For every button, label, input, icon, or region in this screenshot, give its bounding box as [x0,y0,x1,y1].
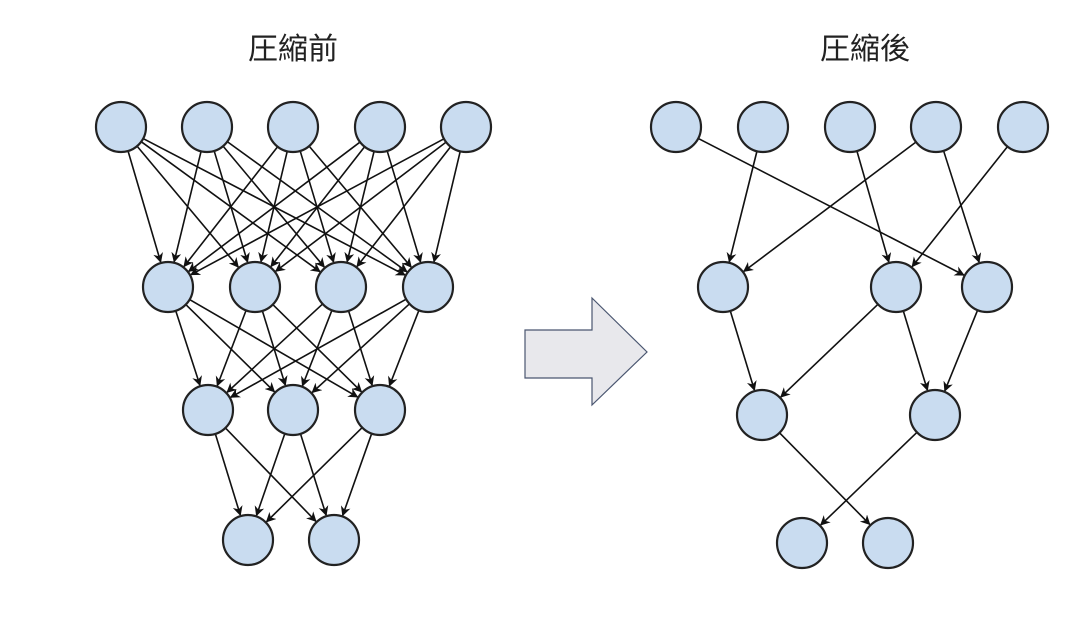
before-node-l1-n1 [228,260,282,314]
after-node-l0-n3 [909,100,963,154]
before-node-l3-n1 [307,513,361,567]
after-node-l0-n4 [996,100,1050,154]
before-node-l1-n2 [314,260,368,314]
after-edge [780,303,879,398]
before-edge [265,426,363,523]
before-node-l3-n0 [221,513,275,567]
before-edge [388,309,420,387]
before-edge [311,303,411,394]
before-node-l0-n4 [439,100,493,154]
after-node-l0-n2 [823,100,877,154]
title-after-compression: 圧縮後 [820,32,910,67]
before-node-l0-n1 [180,100,234,154]
before-edge [229,298,407,399]
after-edge [778,432,871,526]
before-edge [215,310,247,387]
after-edge [820,431,918,526]
after-edge [742,141,917,273]
before-node-l1-n0 [141,260,195,314]
after-node-l3-n1 [861,516,915,570]
before-edge [174,310,202,387]
before-edge [301,309,333,387]
after-node-l1-n1 [869,260,923,314]
after-edge [911,146,1009,268]
before-node-l0-n2 [266,100,320,154]
after-node-l2-n0 [735,388,789,442]
before-edge [274,141,447,272]
after-edge [856,150,892,263]
after-node-l1-n2 [960,260,1014,314]
after-node-l0-n1 [736,100,790,154]
before-node-l2-n1 [266,383,320,437]
before-edge [183,146,279,268]
title-before-compression: 圧縮前 [248,32,338,67]
before-node-l2-n2 [353,383,407,437]
before-edge [356,146,452,268]
after-edge [942,150,982,264]
right-arrow-icon [524,296,648,407]
after-edge [729,310,757,392]
before-node-l0-n0 [94,100,148,154]
before-edge [187,141,361,272]
after-node-l3-n0 [775,516,829,570]
before-node-l2-n0 [181,383,235,437]
before-edge [190,138,445,276]
after-node-l1-n0 [696,260,750,314]
before-edge [185,303,276,393]
before-edge [226,303,324,394]
before-edge [254,433,286,517]
after-edge [902,310,930,392]
before-edge [214,433,243,517]
before-node-l0-n3 [353,100,407,154]
before-edge [127,150,163,264]
before-edge [171,151,202,263]
before-node-l1-n3 [401,260,455,314]
before-edge [340,433,373,517]
after-edge [943,309,979,392]
before-edge [431,151,462,263]
after-node-l0-n0 [649,100,703,154]
after-edge [726,151,758,263]
after-node-l2-n1 [908,388,962,442]
